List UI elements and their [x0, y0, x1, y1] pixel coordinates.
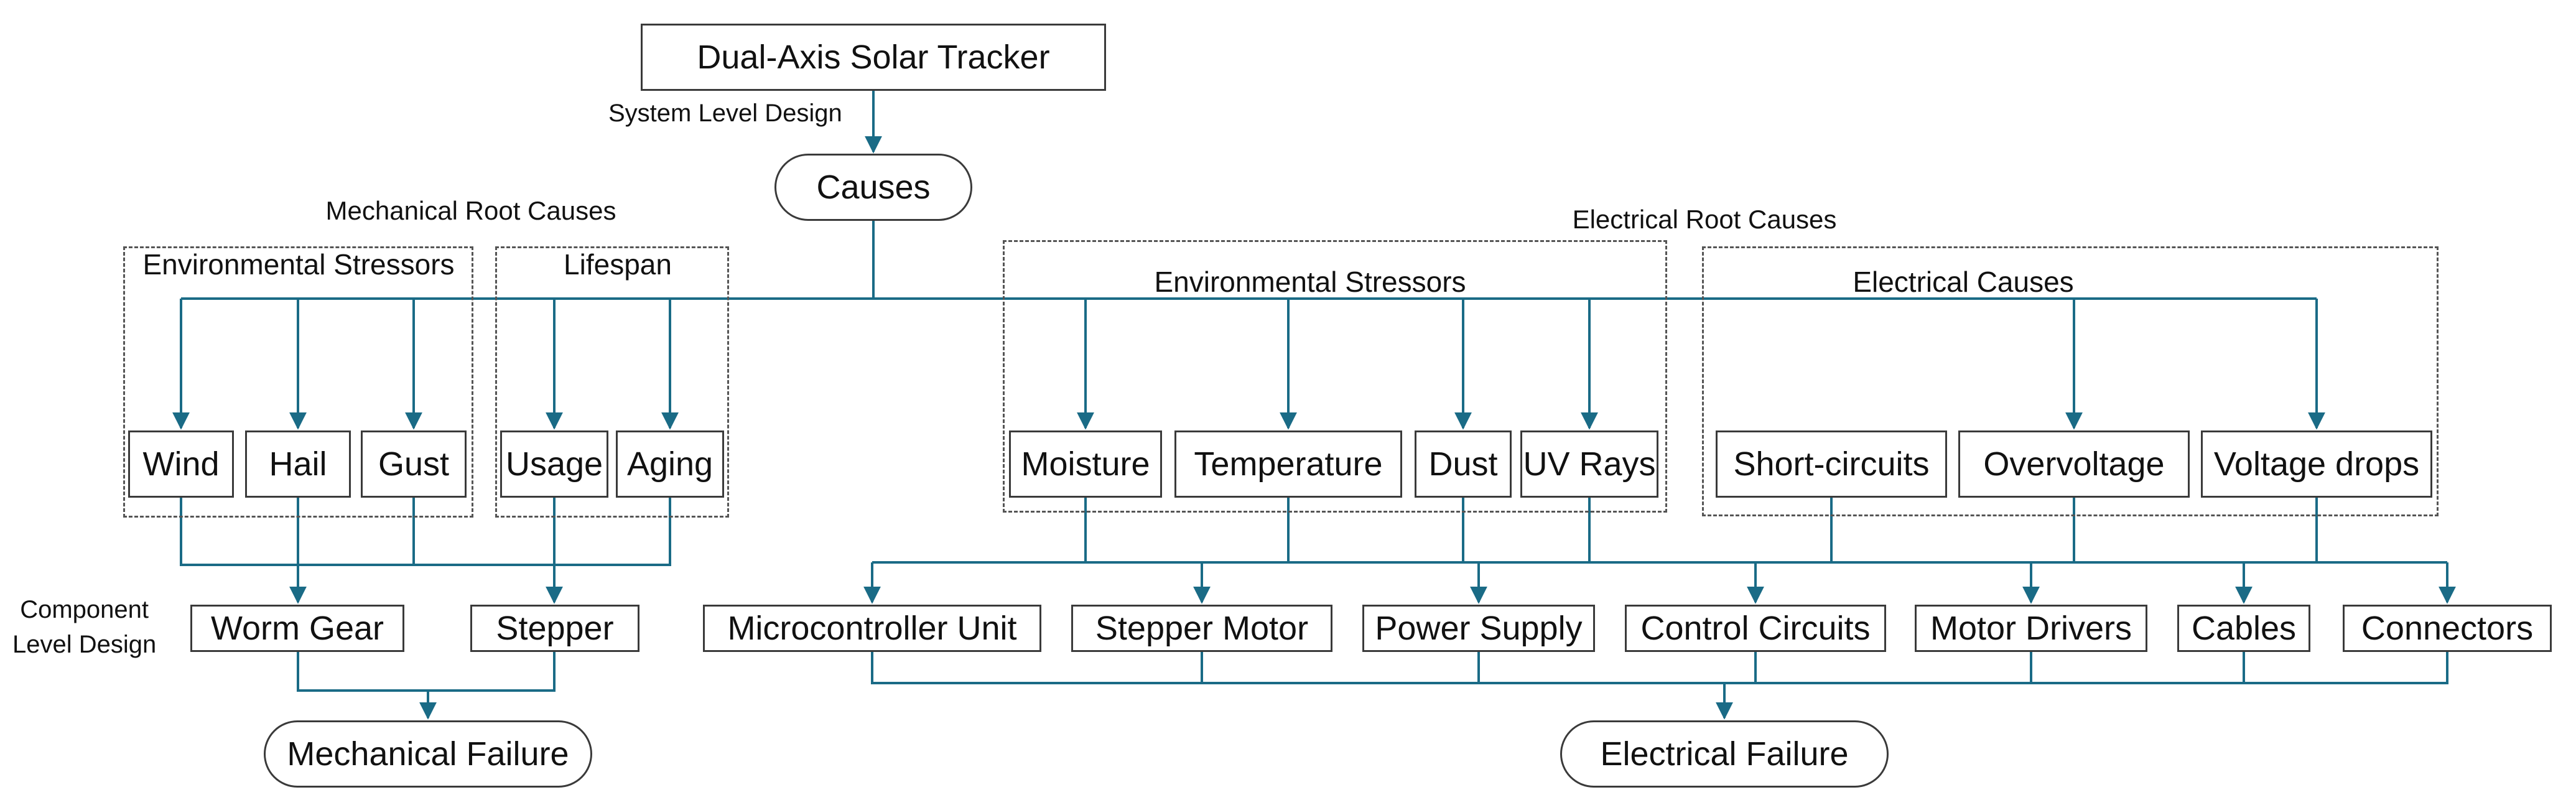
component-connectors: Connectors [2343, 605, 2552, 652]
mechanical-failure-node: Mechanical Failure [264, 720, 592, 788]
cause-aging: Aging [616, 430, 724, 498]
mechanical-root-causes-title: Mechanical Root Causes [325, 196, 616, 225]
component-stepper-motor: Stepper Motor [1071, 605, 1332, 652]
cause-gust: Gust [361, 430, 467, 498]
component-stepper: Stepper [470, 605, 639, 652]
electrical-failure-node: Electrical Failure [1560, 720, 1889, 788]
causes-node: Causes [774, 154, 972, 221]
electrical-environmental-stressors-label: Environmental Stressors [1154, 266, 1466, 298]
electrical-causes-label: Electrical Causes [1853, 266, 2074, 298]
cause-voltage-drops: Voltage drops [2201, 430, 2432, 498]
cause-wind: Wind [128, 430, 234, 498]
component-microcontroller-unit: Microcontroller Unit [703, 605, 1041, 652]
cause-hail: Hail [245, 430, 351, 498]
edge-lifespan-collect [553, 498, 671, 566]
lifespan-label: Lifespan [564, 248, 672, 281]
electrical-environmental-stressors-group [1003, 240, 1667, 513]
component-level-design-label: Component Level Design [12, 592, 156, 662]
edge-mech-comp-collect [297, 652, 556, 692]
electrical-root-causes-title: Electrical Root Causes [1572, 205, 1837, 234]
cause-temperature: Temperature [1174, 430, 1402, 498]
electrical-causes-group [1702, 246, 2439, 516]
component-power-supply: Power Supply [1362, 605, 1595, 652]
component-label-line-2: Level Design [12, 631, 157, 658]
cause-overvoltage: Overvoltage [1958, 430, 2190, 498]
cause-moisture: Moisture [1009, 430, 1162, 498]
component-cables: Cables [2177, 605, 2310, 652]
lifespan-group [495, 246, 729, 518]
cause-uv-rays: UV Rays [1520, 430, 1658, 498]
component-control-circuits: Control Circuits [1625, 605, 1886, 652]
cause-usage: Usage [500, 430, 608, 498]
component-worm-gear: Worm Gear [190, 605, 404, 652]
component-motor-drivers: Motor Drivers [1915, 605, 2147, 652]
edge-elec-comp-collect [871, 652, 2448, 684]
mechanical-environmental-stressors-label: Environmental Stressors [142, 248, 455, 281]
dual-axis-solar-tracker-node: Dual-Axis Solar Tracker [641, 24, 1106, 91]
mechanical-environmental-stressors-group [123, 246, 473, 518]
cause-short-circuits: Short-circuits [1716, 430, 1947, 498]
cause-dust: Dust [1415, 430, 1512, 498]
component-label-line-1: Component [20, 596, 149, 623]
system-level-design-label: System Level Design [608, 100, 842, 127]
